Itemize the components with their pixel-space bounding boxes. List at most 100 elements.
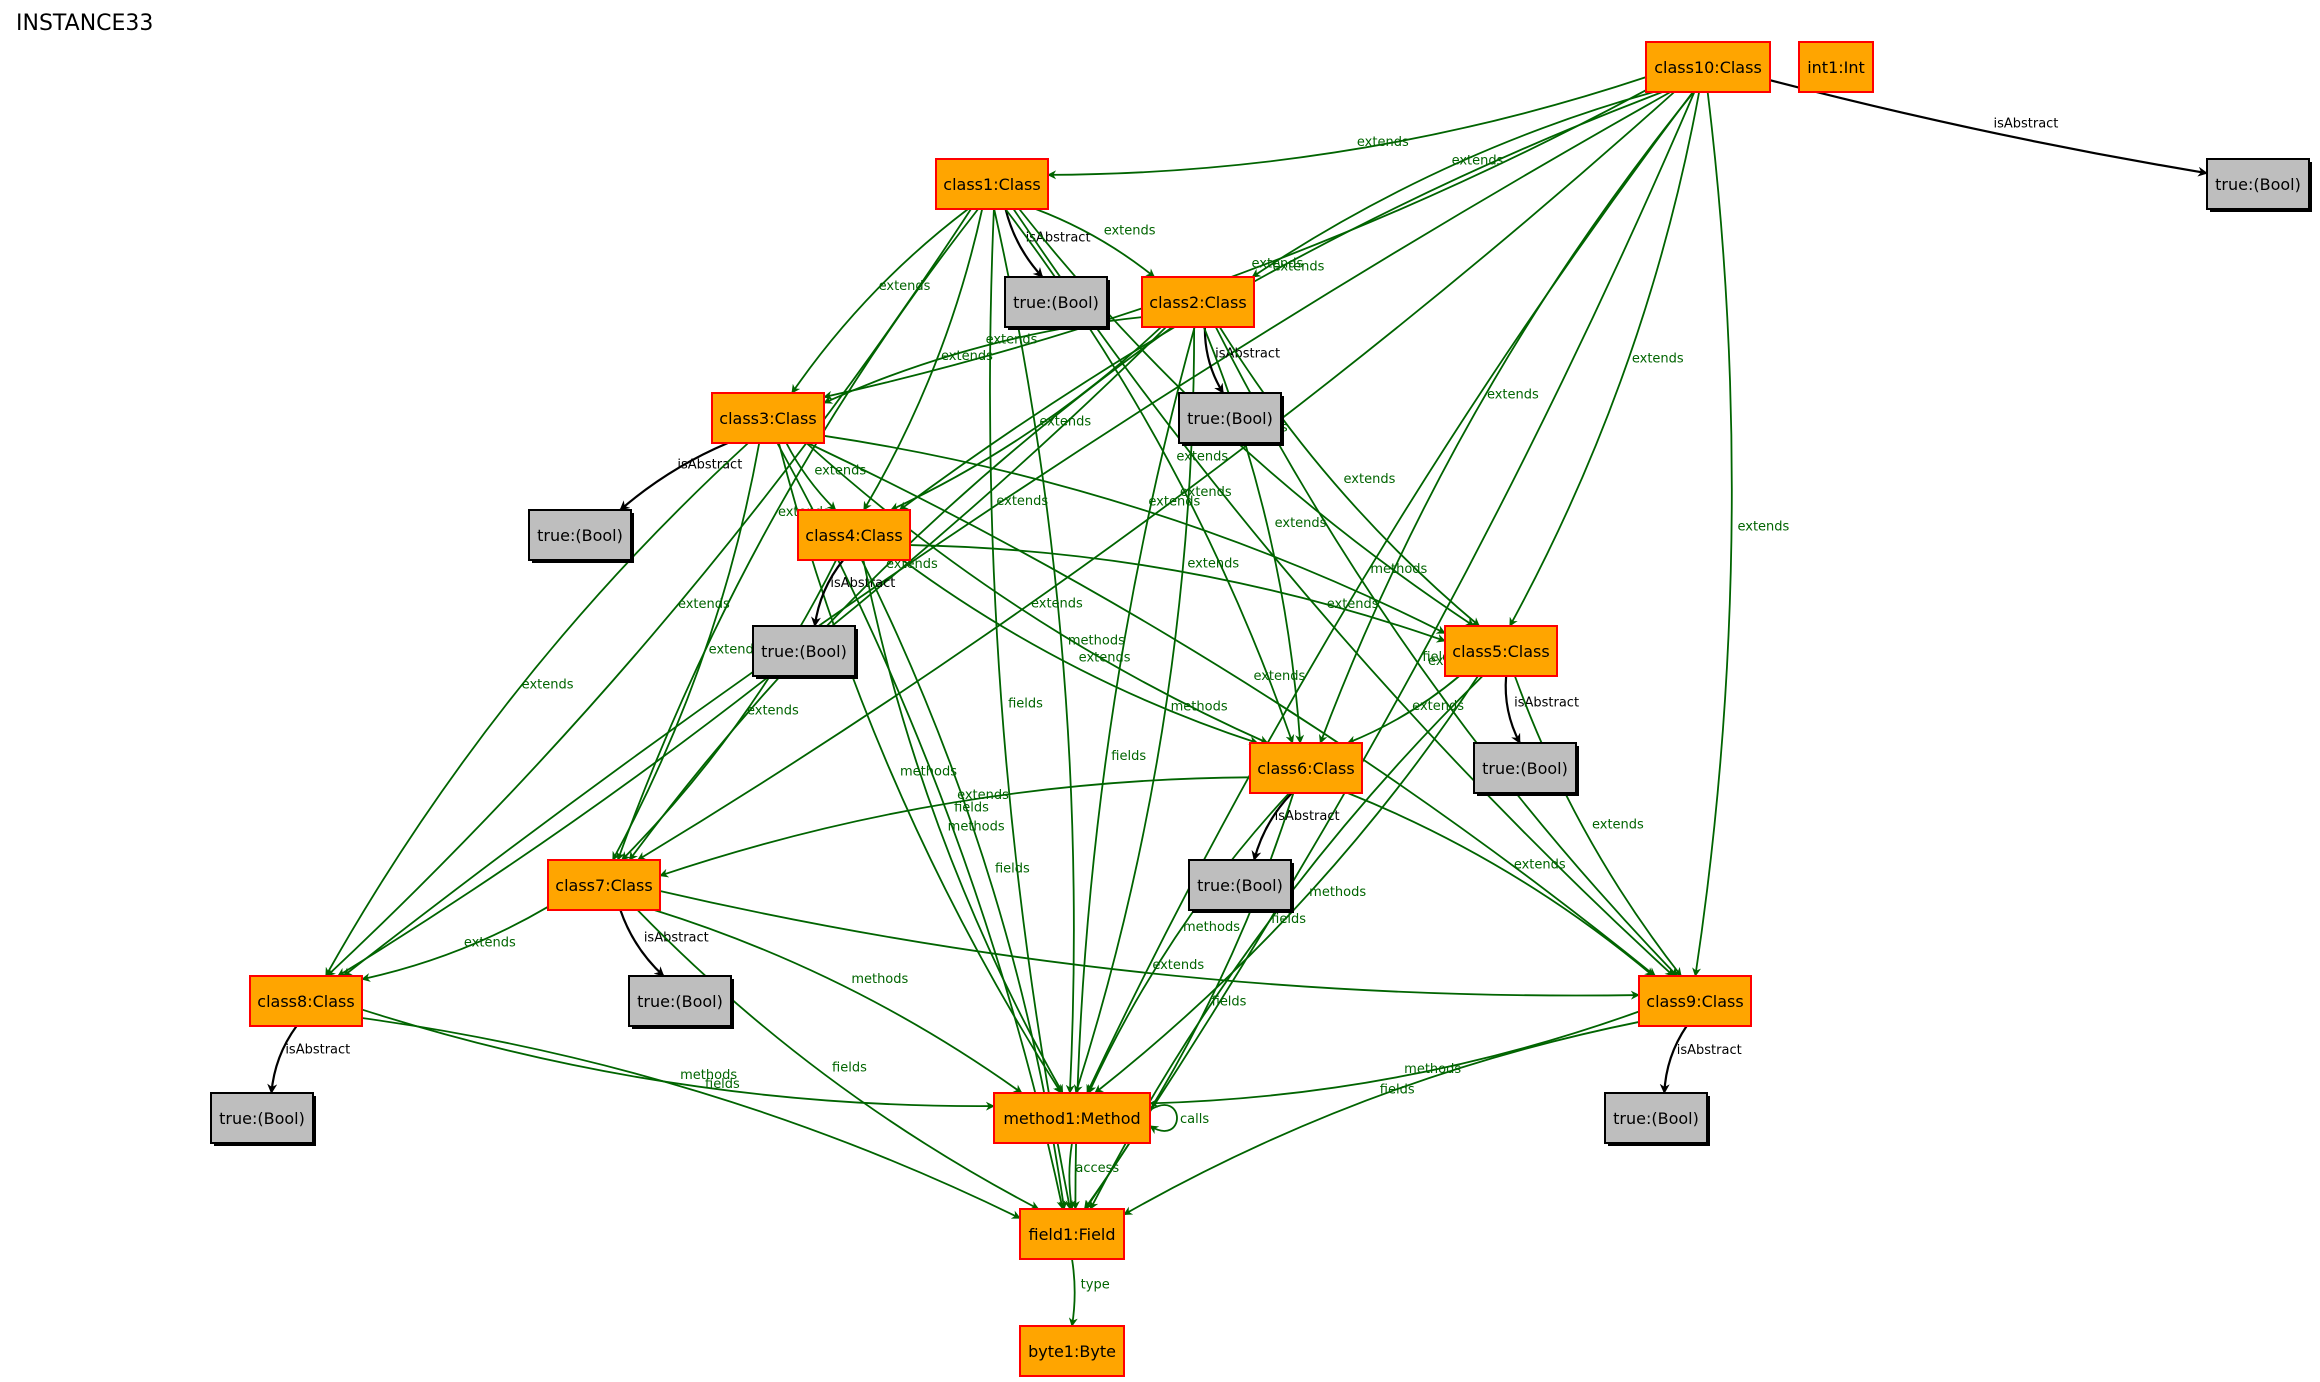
node-box[interactable] — [1019, 1208, 1125, 1260]
edge-label: extends — [1275, 516, 1327, 531]
node-box[interactable] — [1604, 1092, 1708, 1144]
edge-class3-class4: extends — [785, 442, 866, 511]
node-box[interactable] — [1645, 41, 1771, 93]
node-b5[interactable]: true:(Bool) — [1473, 742, 1579, 796]
edge-label: extends — [1176, 450, 1228, 465]
edge-label: methods — [1183, 920, 1240, 935]
node-box[interactable] — [1444, 625, 1558, 677]
node-box[interactable] — [210, 1092, 314, 1144]
edge-line — [659, 890, 1640, 1000]
edge-label: extends — [1148, 495, 1200, 510]
edge-class10-class6: extends — [1319, 91, 1695, 744]
node-b7[interactable]: true:(Bool) — [628, 975, 734, 1029]
node-box[interactable] — [249, 975, 363, 1027]
node-b1[interactable]: true:(Bool) — [1004, 276, 1110, 330]
node-label: true:(Bool) — [1013, 293, 1099, 312]
node-box[interactable] — [2206, 158, 2310, 210]
edge-class4-class7: extends — [621, 559, 837, 861]
edge-line — [901, 559, 1259, 745]
node-box[interactable] — [993, 1092, 1151, 1144]
edge-line — [823, 434, 1446, 635]
edge-line — [325, 442, 749, 977]
node-class8[interactable]: class8:Class — [249, 975, 363, 1027]
node-box[interactable] — [1798, 41, 1874, 93]
node-class9[interactable]: class9:Class — [1638, 975, 1752, 1027]
node-b6[interactable]: true:(Bool) — [1188, 859, 1294, 913]
edge-label: isAbstract — [1275, 809, 1340, 824]
node-method1[interactable]: method1:Method — [993, 1092, 1151, 1144]
node-b8[interactable]: true:(Bool) — [210, 1092, 316, 1146]
node-b10[interactable]: true:(Bool) — [2206, 158, 2312, 212]
edge-label: isAbstract — [1026, 230, 1091, 245]
edge-line — [361, 1008, 995, 1111]
node-b2[interactable]: true:(Bool) — [1178, 392, 1284, 446]
edge-label: fields — [954, 801, 989, 816]
edge-line — [1504, 675, 1521, 744]
edges-layer: isAbstractextendsextendsextendsextendsex… — [267, 76, 2208, 1327]
edge-line — [267, 1025, 298, 1094]
node-class6[interactable]: class6:Class — [1249, 742, 1363, 794]
edge-label: extends — [957, 788, 1009, 803]
edge-class5-method1: methods — [1094, 675, 1479, 1094]
edge-line — [1769, 79, 2208, 177]
edge-label: extends — [1632, 352, 1684, 367]
edge-class1-class2: extends — [1035, 208, 1156, 278]
node-int1[interactable]: int1:Int — [1798, 41, 1874, 93]
edge-label: extends — [1344, 472, 1396, 487]
edge-class7-class9: extends — [659, 890, 1640, 1000]
node-box[interactable] — [1249, 742, 1363, 794]
node-box[interactable] — [1019, 1325, 1125, 1377]
edge-label: isAbstract — [1677, 1043, 1742, 1058]
nodes-layer: class10:Class int1:Int true:(Bool) class1:C… — [210, 41, 2312, 1377]
node-b3[interactable]: true:(Bool) — [528, 509, 634, 563]
edge-line — [619, 441, 729, 511]
node-label: method1:Method — [1003, 1109, 1140, 1128]
edge-label: extends — [1251, 257, 1303, 272]
node-box[interactable] — [628, 975, 732, 1027]
edge-label: methods — [1068, 633, 1125, 648]
node-box[interactable] — [547, 859, 661, 911]
edge-class9-b9: isAbstract — [1659, 1025, 1742, 1094]
edge-line — [823, 89, 1647, 400]
edge-class10-class5: extends — [1509, 91, 1701, 627]
node-box[interactable] — [528, 509, 632, 561]
edge-label: methods — [948, 819, 1005, 834]
node-b4[interactable]: true:(Bool) — [752, 625, 858, 679]
edge-class2-class7: extends — [628, 326, 1174, 861]
node-class2[interactable]: class2:Class — [1141, 276, 1255, 328]
node-box[interactable] — [711, 392, 825, 444]
node-box[interactable] — [1473, 742, 1577, 794]
node-class7[interactable]: class7:Class — [547, 859, 661, 911]
node-box[interactable] — [752, 625, 856, 677]
node-label: true:(Bool) — [219, 1109, 305, 1128]
edge-class7-class8: extends — [361, 906, 549, 982]
edge-class3-class7: extends — [611, 442, 761, 861]
node-byte1[interactable]: byte1:Byte — [1019, 1325, 1125, 1377]
node-box[interactable] — [935, 158, 1049, 210]
edge-label: extends — [996, 494, 1048, 509]
node-class3[interactable]: class3:Class — [711, 392, 825, 444]
node-class1[interactable]: class1:Class — [935, 158, 1049, 210]
node-box[interactable] — [1638, 975, 1752, 1027]
node-box[interactable] — [1178, 392, 1282, 444]
edge-class6-class9: extends — [1347, 792, 1654, 977]
edge-label: methods — [1309, 885, 1366, 900]
node-box[interactable] — [797, 509, 911, 561]
edge-label: fields — [995, 861, 1030, 876]
node-box[interactable] — [1188, 859, 1292, 911]
edge-label: isAbstract — [644, 931, 709, 946]
node-label: class9:Class — [1646, 992, 1743, 1011]
edge-class10-class2: extends — [1251, 91, 1654, 278]
node-field1[interactable]: field1:Field — [1019, 1208, 1125, 1260]
node-box[interactable] — [1004, 276, 1108, 328]
edge-label: extends — [986, 332, 1038, 347]
edge-line — [898, 91, 1663, 511]
node-box[interactable] — [1141, 276, 1255, 328]
node-class5[interactable]: class5:Class — [1444, 625, 1558, 677]
edge-class7-b7: isAbstract — [619, 909, 709, 977]
node-class4[interactable]: class4:Class — [797, 509, 911, 561]
edge-line — [909, 544, 1446, 643]
node-b9[interactable]: true:(Bool) — [1604, 1092, 1710, 1146]
node-class10[interactable]: class10:Class — [1645, 41, 1771, 93]
edge-label: access — [1075, 1161, 1119, 1176]
